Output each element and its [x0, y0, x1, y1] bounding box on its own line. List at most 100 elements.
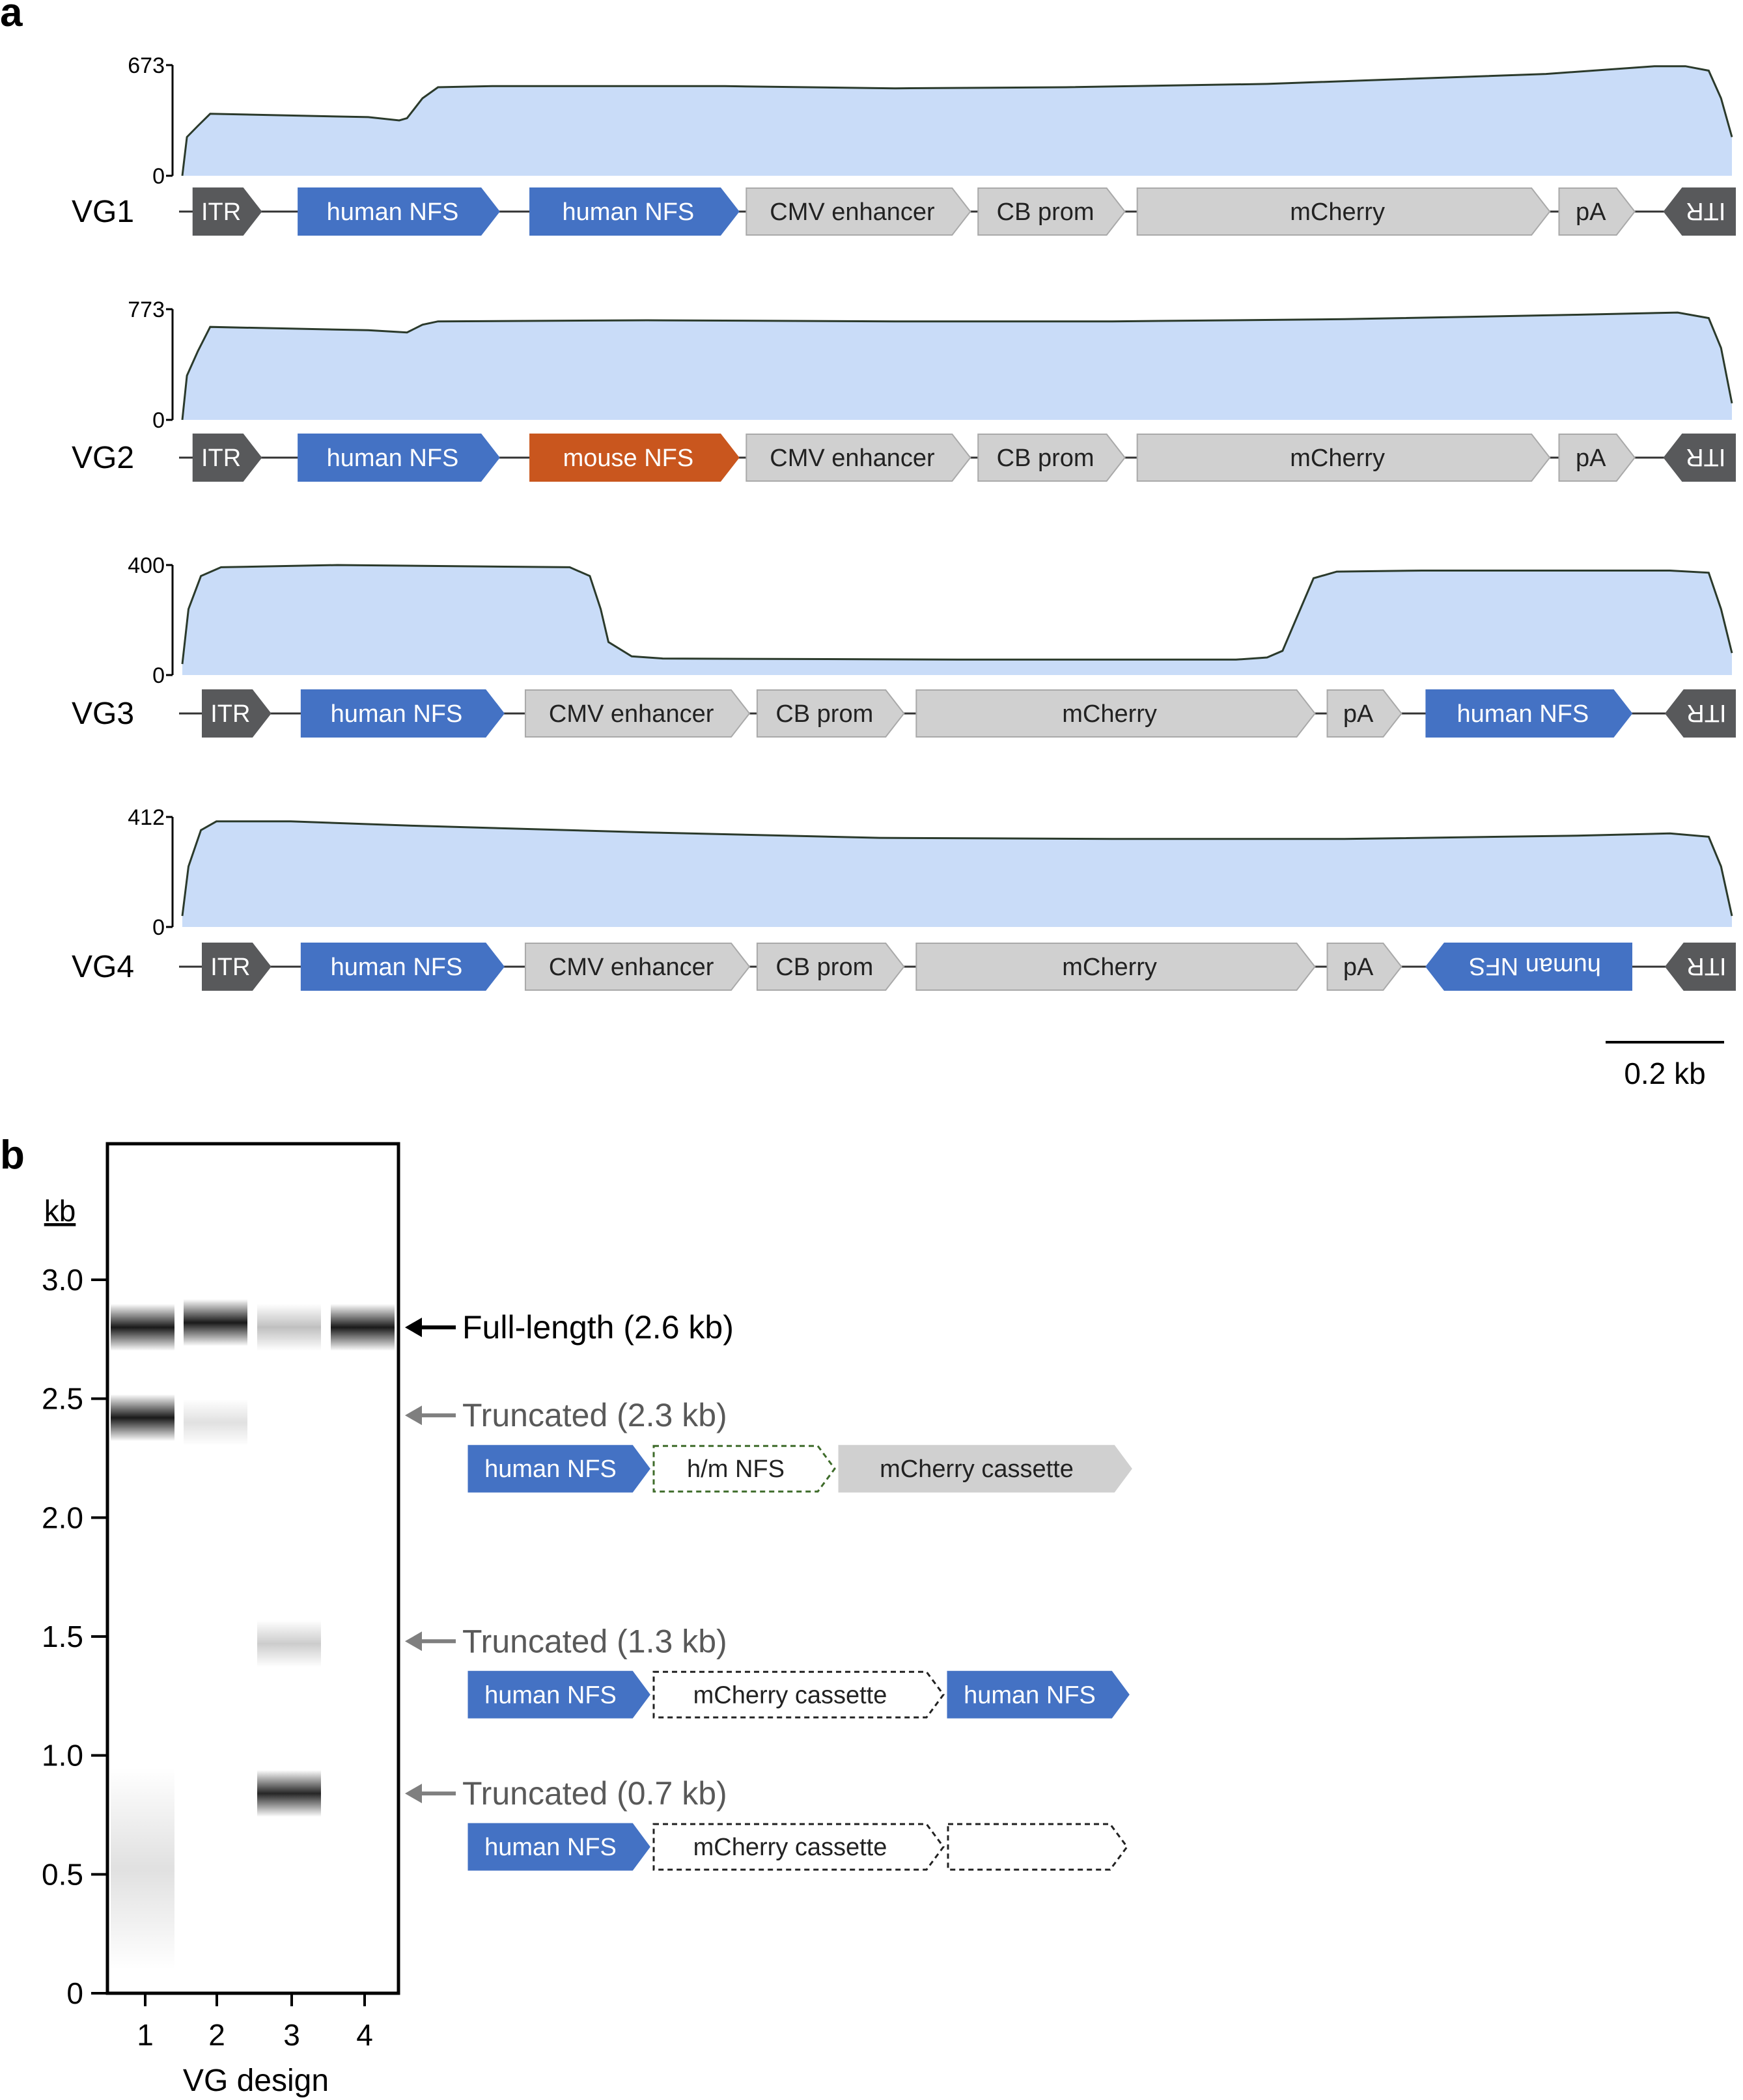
- feature-label: human NFS: [1469, 952, 1601, 980]
- y-max-label: 673: [128, 53, 165, 78]
- feature-cmv-enhancer: CMV enhancer: [746, 187, 971, 236]
- coverage-area: [182, 565, 1732, 675]
- cassette-shape: [652, 1823, 945, 1871]
- cassette-element: human NFS: [947, 1670, 1130, 1719]
- feature-label: CB prom: [997, 199, 1095, 226]
- cassette-element: mCherry cassette: [652, 1670, 945, 1719]
- cassette-label: h/m NFS: [687, 1456, 785, 1483]
- coverage-area: [182, 821, 1732, 927]
- feature-label: human NFS: [563, 199, 695, 226]
- lane-label: 4: [356, 2018, 373, 2052]
- annotation-label: Full-length (2.6 kb): [462, 1309, 734, 1346]
- gel-band: [257, 1304, 321, 1351]
- feature-label: pA: [1343, 954, 1374, 981]
- cassette-shape: [467, 1670, 650, 1719]
- feature-shape: [746, 187, 971, 236]
- feature-shape: [201, 689, 272, 738]
- feature-shape: [529, 187, 740, 236]
- cassette-element: mCherry cassette: [652, 1823, 945, 1871]
- feature-itr: ITR: [201, 689, 272, 738]
- feature-cmv-enhancer: CMV enhancer: [524, 943, 751, 991]
- feature-label: CMV enhancer: [770, 445, 935, 472]
- annotation-label: Truncated (0.7 kb): [462, 1775, 727, 1812]
- y-zero-label: 0: [152, 164, 165, 189]
- feature-label: human NFS: [327, 445, 459, 472]
- feature-human-nfs: human NFS: [1425, 943, 1633, 991]
- y-max-label: 400: [128, 553, 165, 578]
- feature-itr: ITR: [192, 187, 262, 236]
- cassette-shape: [467, 1823, 650, 1871]
- feature-cmv-enhancer: CMV enhancer: [746, 434, 971, 482]
- feature-label: mouse NFS: [563, 445, 694, 472]
- vector-name: VG4: [72, 950, 134, 984]
- cassette-element: human NFS: [467, 1444, 650, 1493]
- coverage-outline: [181, 65, 1733, 176]
- feature-label: pA: [1576, 445, 1606, 472]
- feature-label: CMV enhancer: [770, 199, 935, 226]
- feature-shape: [915, 689, 1316, 738]
- lane-label: 1: [137, 2018, 154, 2052]
- gel-band: [331, 1304, 395, 1351]
- gel-band: [184, 1299, 247, 1346]
- feature-mouse-nfs: mouse NFS: [529, 434, 740, 482]
- coverage-outline: [181, 311, 1733, 421]
- band-annotations: Full-length (2.6 kb)Truncated (2.3 kb)hu…: [405, 1309, 1132, 1871]
- feature-shape: [977, 187, 1126, 236]
- feature-label: ITR: [1686, 699, 1726, 726]
- coverage-area: [182, 312, 1732, 420]
- feature-label: ITR: [210, 700, 250, 728]
- feature-label: human NFS: [327, 199, 459, 226]
- feature-itr: ITR: [1663, 434, 1736, 482]
- feature-shape: [300, 943, 505, 991]
- feature-cb-prom: CB prom: [756, 943, 905, 991]
- feature-shape: [1425, 689, 1633, 738]
- map-vg1: VG1 ITR human NFS human NFS CMV enhancer CB p…: [72, 187, 1736, 236]
- arrow-head: [405, 1318, 422, 1338]
- feature-label: human NFS: [1457, 700, 1589, 728]
- feature-shape: [1326, 689, 1402, 738]
- y-tick-label: 1.5: [42, 1620, 83, 1653]
- feature-human-nfs: human NFS: [529, 187, 740, 236]
- panel-a-label: a: [0, 0, 23, 35]
- feature-shape: [1663, 187, 1736, 236]
- gel-band: [111, 1304, 174, 1351]
- scale-bar-label: 0.2 kb: [1624, 1057, 1705, 1090]
- arrow-head: [405, 1631, 422, 1651]
- feature-itr: ITR: [1663, 187, 1736, 236]
- coverage-outline: [181, 820, 1733, 917]
- feature-shape: [1425, 943, 1633, 991]
- feature-itr: ITR: [201, 943, 272, 991]
- gel-band-smear: [111, 1767, 174, 1970]
- feature-cb-prom: CB prom: [977, 434, 1126, 482]
- arrow-head: [405, 1405, 422, 1426]
- feature-label: ITR: [210, 954, 250, 981]
- y-zero-label: 0: [152, 663, 165, 688]
- cassette-shape: [467, 1444, 650, 1493]
- cassette-element: human NFS: [467, 1670, 650, 1719]
- feature-label: ITR: [1686, 952, 1726, 980]
- feature-human-nfs: human NFS: [298, 434, 500, 482]
- vector-name: VG1: [72, 195, 134, 229]
- cassette-label: mCherry cassette: [880, 1456, 1074, 1483]
- gel: [105, 1142, 400, 1995]
- gel-band: [257, 1620, 321, 1667]
- feature-shape: [192, 434, 262, 482]
- feature-shape: [1664, 689, 1736, 738]
- feature-shape: [192, 187, 262, 236]
- feature-cb-prom: CB prom: [756, 689, 905, 738]
- feature-label: pA: [1343, 700, 1374, 728]
- feature-shape: [1136, 434, 1551, 482]
- feature-shape: [524, 943, 751, 991]
- feature-shape: [1558, 187, 1636, 236]
- coverage-track-vg1: 673 0: [128, 53, 1733, 189]
- gel-band: [257, 1770, 321, 1817]
- feature-shape: [915, 943, 1316, 991]
- y-tick-label: 0: [66, 1976, 83, 2010]
